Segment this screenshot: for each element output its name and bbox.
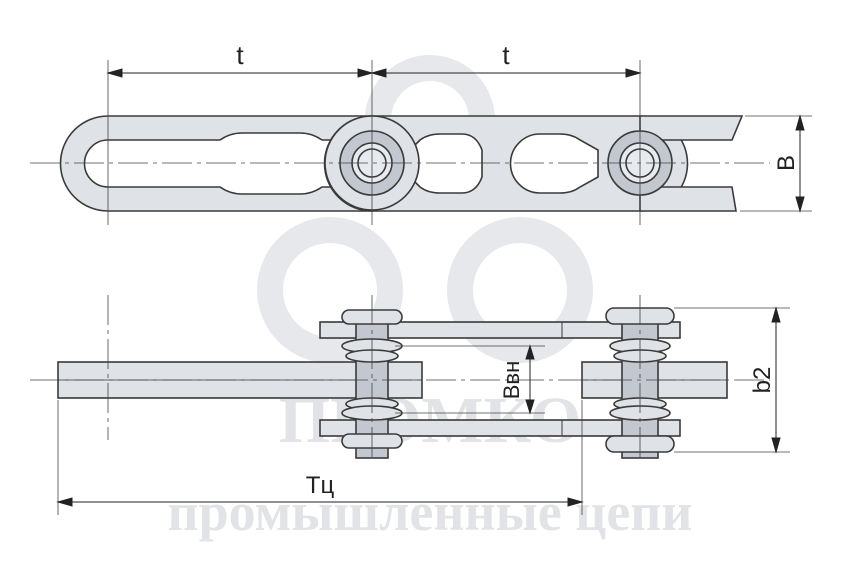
label-b: B bbox=[773, 155, 800, 171]
bottom-centerlines bbox=[30, 295, 790, 515]
middle-link-slot-left bbox=[409, 133, 483, 194]
dimension-bvn bbox=[525, 344, 535, 415]
dimension-b bbox=[795, 114, 805, 213]
dimension-tc bbox=[56, 497, 584, 507]
outer-plate-top bbox=[319, 321, 681, 339]
middle-link-slot-right bbox=[509, 133, 599, 194]
label-t-left: t bbox=[236, 40, 244, 70]
outer-plate-bottom bbox=[319, 419, 681, 437]
label-tc: Tц bbox=[306, 472, 335, 499]
watermark-subtitle: промышленные цепи bbox=[167, 482, 692, 542]
top-centerlines bbox=[30, 60, 812, 225]
bottom-view bbox=[57, 307, 728, 459]
dimension-b2 bbox=[771, 306, 781, 454]
dimension-t bbox=[106, 68, 642, 78]
label-t-right: t bbox=[502, 40, 510, 70]
label-bvn: Bвн bbox=[499, 361, 524, 400]
label-b2: b2 bbox=[749, 367, 776, 394]
end-link-slot bbox=[83, 132, 351, 195]
